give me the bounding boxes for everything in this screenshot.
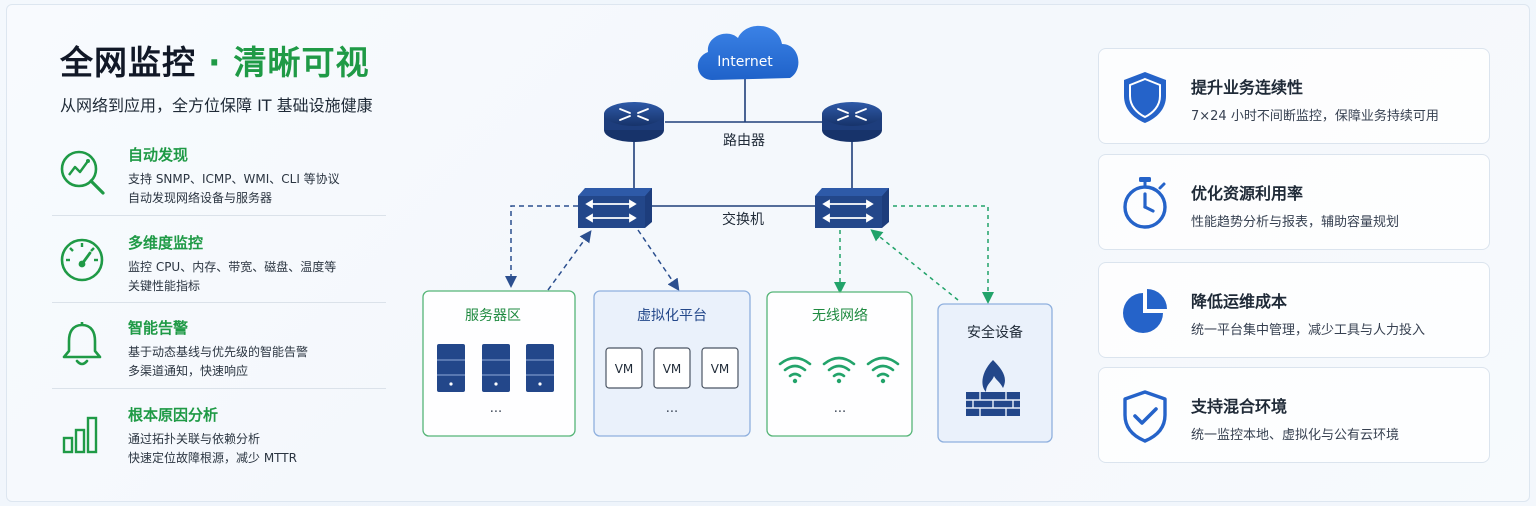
wifi-icon <box>778 356 900 378</box>
benefit-desc: 7×24 小时不间断监控，保障业务持续可用 <box>1191 109 1439 124</box>
more-dots: ··· <box>834 405 846 420</box>
router-label: 路由器 <box>723 133 765 149</box>
firewall-icon <box>966 360 1020 416</box>
shield-icon <box>1124 72 1166 123</box>
vm-label: VM <box>615 362 634 376</box>
feature-smart-alerts: 智能告警 基于动态基线与优先级的智能告警多渠道通知，快速响应 <box>52 309 386 395</box>
group-title: 无线网络 <box>812 308 868 324</box>
group-security: 安全设备 <box>937 303 1053 443</box>
gauge-icon <box>60 238 104 282</box>
group-virtualization: 虚拟化平台 VM VM VM ··· <box>593 290 751 437</box>
switch-arrows-icon <box>822 199 874 223</box>
feature-title: 根本原因分析 <box>128 406 219 424</box>
benefit-title: 支持混合环境 <box>1191 397 1288 416</box>
pie-chart-icon <box>1123 289 1167 333</box>
page-subtitle: 从网络到应用，全方位保障 IT 基础设施健康 <box>60 96 373 115</box>
group-title: 安全设备 <box>967 324 1023 341</box>
feature-multi-dim-monitoring: 多维度监控 监控 CPU、内存、带宽、磁盘、温度等关键性能指标 <box>52 224 386 310</box>
divider <box>52 388 386 389</box>
feature-title: 多维度监控 <box>128 234 204 252</box>
feature-root-cause: 根本原因分析 通过拓扑关联与依赖分析快速定位故障根源，减少 MTTR <box>52 396 386 482</box>
feature-desc: 监控 CPU、内存、带宽、磁盘、温度等关键性能指标 <box>128 260 337 293</box>
more-dots: ··· <box>666 405 678 420</box>
router-arrows-icon <box>619 108 649 121</box>
benefit-title: 降低运维成本 <box>1191 292 1288 311</box>
divider <box>52 302 386 303</box>
benefit-desc: 性能趋势分析与报表，辅助容量规划 <box>1191 215 1400 230</box>
bar-chart-icon <box>62 416 98 454</box>
router-right <box>822 102 882 142</box>
feature-auto-discovery: 自动发现 支持 SNMP、ICMP、WMI、CLI 等协议自动发现网络设备与服务… <box>52 136 386 222</box>
server-icon <box>437 344 554 392</box>
feature-desc: 通过拓扑关联与依赖分析快速定位故障根源，减少 MTTR <box>128 432 297 465</box>
vm-label: VM <box>663 362 682 376</box>
divider <box>52 215 386 216</box>
feature-desc: 基于动态基线与优先级的智能告警多渠道通知，快速响应 <box>128 345 309 378</box>
benefit-title: 优化资源利用率 <box>1191 184 1304 203</box>
benefit-card-utilization: 优化资源利用率 性能趋势分析与报表，辅助容量规划 <box>1098 154 1490 250</box>
feature-desc: 支持 SNMP、ICMP、WMI、CLI 等协议自动发现网络设备与服务器 <box>128 172 340 205</box>
group-server-zone: 服务器区 ··· <box>422 290 576 437</box>
group-title: 虚拟化平台 <box>637 308 707 324</box>
router-arrows-icon <box>837 108 867 121</box>
group-wireless: 无线网络 ··· <box>766 291 913 437</box>
benefit-desc: 统一平台集中管理，减少工具与人力投入 <box>1191 323 1426 338</box>
vm-label: VM <box>711 362 730 376</box>
feature-title: 自动发现 <box>128 146 189 164</box>
more-dots: ··· <box>490 405 502 420</box>
magnifier-trend-icon <box>60 150 105 195</box>
vm-box <box>605 347 739 389</box>
internet-cloud-icon: Internet <box>697 25 799 81</box>
switch-label: 交换机 <box>722 211 764 228</box>
connection-lines <box>505 78 994 304</box>
benefit-title: 提升业务连续性 <box>1191 78 1304 97</box>
router-left <box>604 102 664 142</box>
group-title: 服务器区 <box>465 308 521 324</box>
bell-icon <box>62 322 102 366</box>
switch-arrows-icon <box>585 199 637 223</box>
stopwatch-icon <box>1123 177 1167 229</box>
benefit-card-hybrid: 支持混合环境 统一监控本地、虚拟化与公有云环境 <box>1098 367 1490 463</box>
internet-label: Internet <box>717 54 773 70</box>
benefit-desc: 统一监控本地、虚拟化与公有云环境 <box>1191 428 1400 443</box>
feature-title: 智能告警 <box>128 319 189 337</box>
page-title: 全网监控·清晰可视 <box>60 43 370 82</box>
benefit-card-continuity: 提升业务连续性 7×24 小时不间断监控，保障业务持续可用 <box>1098 48 1490 144</box>
switch-left <box>578 188 652 228</box>
benefit-card-cost: 降低运维成本 统一平台集中管理，减少工具与人力投入 <box>1098 262 1490 358</box>
shield-check-icon <box>1123 390 1167 443</box>
switch-right <box>815 188 889 228</box>
